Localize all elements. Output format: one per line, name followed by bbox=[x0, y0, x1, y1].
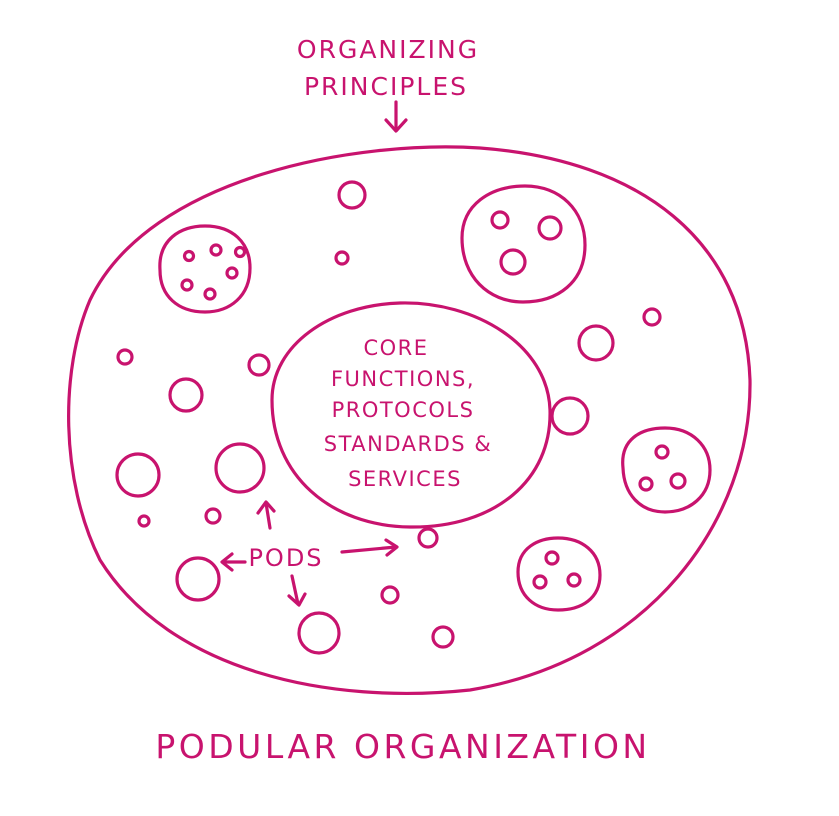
arrow-left-icon bbox=[220, 552, 247, 572]
pod bbox=[137, 514, 151, 528]
single-pods bbox=[115, 180, 662, 655]
pod bbox=[577, 324, 615, 362]
pod bbox=[334, 250, 350, 266]
core-label-line-5: SERVICES bbox=[348, 467, 462, 491]
top-label-line-1: ORGANIZING bbox=[297, 35, 479, 64]
pod bbox=[168, 377, 204, 413]
pod bbox=[550, 396, 590, 436]
pod bbox=[175, 556, 221, 602]
pod bbox=[337, 180, 367, 210]
organization-outer-circle bbox=[67, 145, 752, 695]
pod bbox=[380, 585, 400, 605]
core-circle bbox=[270, 301, 552, 529]
pod bbox=[642, 307, 662, 327]
diagram-title: PODULAR ORGANIZATION bbox=[155, 727, 650, 766]
arrow-down-icon bbox=[287, 574, 307, 607]
pod bbox=[214, 442, 266, 494]
pod bbox=[297, 611, 341, 655]
top-label-line-2: PRINCIPLES bbox=[304, 72, 468, 101]
pod-cluster-top-right bbox=[460, 184, 587, 304]
pod bbox=[116, 348, 134, 366]
core-label-line-4: STANDARDS & bbox=[324, 432, 492, 456]
arrow-right-icon bbox=[340, 538, 399, 557]
pod-cluster-top-left bbox=[158, 224, 252, 314]
pods-label: PODS bbox=[248, 544, 323, 572]
pod bbox=[431, 625, 455, 649]
arrow-up-icon bbox=[256, 500, 276, 530]
pod bbox=[417, 527, 439, 549]
down-arrow-icon bbox=[384, 100, 408, 133]
core-label-line-1: CORE bbox=[363, 336, 428, 360]
pod-cluster-right bbox=[621, 426, 712, 514]
pod bbox=[247, 353, 271, 377]
core-label-line-2: FUNCTIONS, bbox=[331, 367, 475, 391]
core-label-line-3: PROTOCOLS bbox=[332, 398, 475, 422]
pod bbox=[115, 452, 161, 498]
pod bbox=[204, 507, 222, 525]
pod-cluster-bottom-right bbox=[516, 536, 602, 612]
